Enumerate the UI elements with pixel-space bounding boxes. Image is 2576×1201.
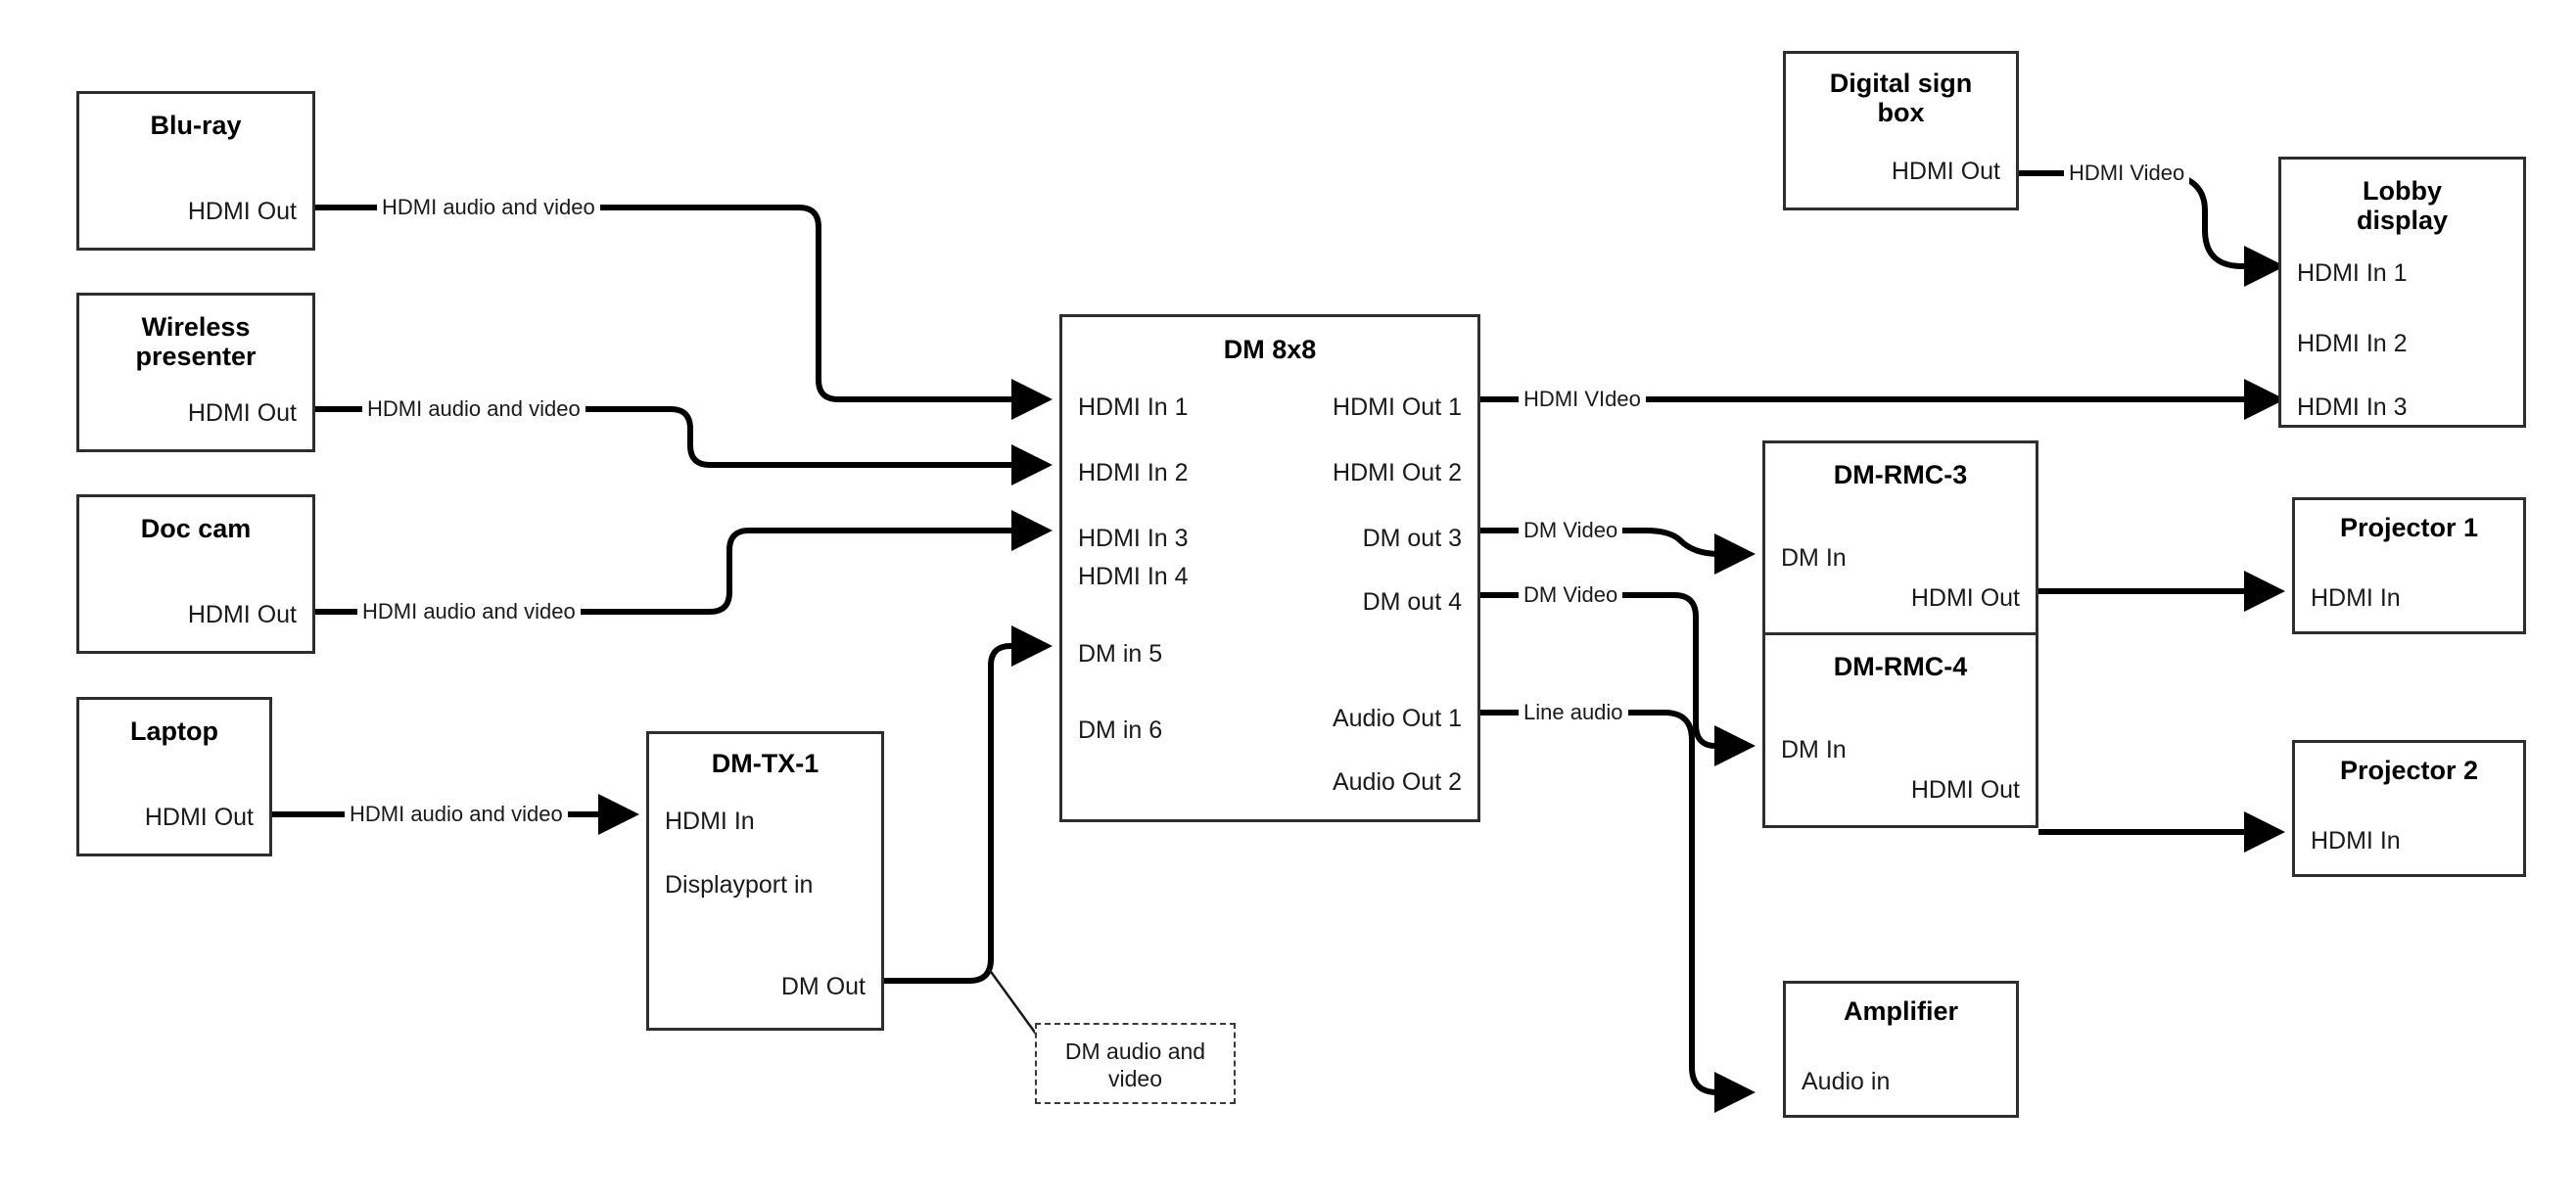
node-bluray[interactable]: Blu-ray HDMI Out bbox=[76, 91, 315, 251]
node-wireless-presenter-title: Wireless presenter bbox=[135, 312, 257, 372]
node-dm-8x8-output-dm-out-3: DM out 3 bbox=[1362, 525, 1462, 552]
wire-audio-out-1-to-amplifier bbox=[1480, 710, 1756, 1113]
node-dm-8x8-title: DM 8x8 bbox=[1223, 335, 1317, 364]
node-doc-cam[interactable]: Doc cam HDMI Out bbox=[76, 494, 315, 654]
callout-line-1: DM audio and bbox=[1064, 1039, 1206, 1064]
node-laptop-port-hdmi-out: HDMI Out bbox=[144, 804, 254, 831]
wire-label-dm-out-3-to-dmrmc3: DM Video bbox=[1519, 520, 1623, 541]
node-dm-tx-1-port-dm-out: DM Out bbox=[780, 973, 866, 1000]
node-projector-2[interactable]: Projector 2 HDMI In bbox=[2292, 740, 2526, 877]
node-dm-8x8[interactable]: DM 8x8 HDMI In 1 HDMI In 2 HDMI In 3 HDM… bbox=[1059, 314, 1480, 822]
node-lobby-display[interactable]: Lobby display HDMI In 1 HDMI In 2 HDMI I… bbox=[2278, 157, 2526, 428]
node-dm-rmc-4-title: DM-RMC-4 bbox=[1833, 652, 1968, 681]
node-digital-sign-box[interactable]: Digital sign box HDMI Out bbox=[1783, 51, 2019, 210]
wire-digitalsign-to-lobby-hdmi-in-1 bbox=[2019, 170, 2285, 287]
callout-leader-line bbox=[987, 968, 1043, 1041]
node-amplifier-port-audio-in: Audio in bbox=[1802, 1068, 1891, 1095]
wire-label-digitalsign-to-lobby: HDMI Video bbox=[2064, 162, 2190, 184]
wire-label-dm-out-4-to-dmrmc4: DM Video bbox=[1519, 584, 1623, 606]
node-bluray-title: Blu-ray bbox=[150, 111, 242, 140]
node-dm-rmc-3[interactable]: DM-RMC-3 DM In HDMI Out bbox=[1762, 440, 2038, 636]
node-wireless-presenter-port-hdmi-out: HDMI Out bbox=[187, 399, 297, 427]
wire-label-laptop-to-dmtx1: HDMI audio and video bbox=[345, 804, 568, 825]
node-doc-cam-port-hdmi-out: HDMI Out bbox=[187, 601, 297, 628]
wire-bluray-to-hdmi-in-1 bbox=[315, 205, 1053, 420]
node-dm-8x8-output-hdmi-out-2: HDMI Out 2 bbox=[1333, 459, 1462, 486]
node-lobby-display-input-hdmi-in-2: HDMI In 2 bbox=[2297, 330, 2408, 357]
node-amplifier[interactable]: Amplifier Audio in bbox=[1783, 981, 2019, 1118]
node-dm-rmc-4-port-dm-in: DM In bbox=[1781, 736, 1847, 763]
node-dm-8x8-input-hdmi-in-4: HDMI In 4 bbox=[1078, 563, 1189, 590]
node-dm-rmc-4-port-hdmi-out: HDMI Out bbox=[1910, 776, 2020, 804]
node-dm-8x8-output-audio-out-1: Audio Out 1 bbox=[1332, 705, 1462, 732]
wire-label-doccam-to-hdmi-in-3: HDMI audio and video bbox=[357, 601, 581, 623]
node-lobby-display-input-hdmi-in-3: HDMI In 3 bbox=[2297, 393, 2408, 421]
node-dm-tx-1[interactable]: DM-TX-1 HDMI In Displayport in DM Out bbox=[646, 731, 884, 1031]
node-amplifier-title: Amplifier bbox=[1843, 996, 1959, 1026]
node-dm-rmc-3-port-hdmi-out: HDMI Out bbox=[1910, 584, 2020, 612]
wire-label-bluray-to-hdmi-in-1: HDMI audio and video bbox=[377, 197, 600, 218]
node-digital-sign-box-port-hdmi-out: HDMI Out bbox=[1891, 158, 2000, 185]
node-dm-8x8-output-dm-out-4: DM out 4 bbox=[1362, 588, 1462, 616]
node-dm-8x8-input-dm-in-5: DM in 5 bbox=[1078, 640, 1163, 668]
wire-label-hdmi-out-1-to-lobby: HDMI VIdeo bbox=[1519, 389, 1646, 410]
node-laptop[interactable]: Laptop HDMI Out bbox=[76, 697, 272, 856]
node-digital-sign-box-title: Digital sign box bbox=[1829, 69, 1973, 128]
node-dm-tx-1-title: DM-TX-1 bbox=[711, 749, 820, 778]
node-dm-rmc-3-title: DM-RMC-3 bbox=[1833, 460, 1968, 489]
callout-dm-audio-and-video: DM audio and video bbox=[1035, 1023, 1236, 1104]
node-dm-8x8-input-hdmi-in-1: HDMI In 1 bbox=[1078, 393, 1189, 421]
node-dm-8x8-input-dm-in-6: DM in 6 bbox=[1078, 716, 1163, 744]
node-dm-8x8-output-audio-out-2: Audio Out 2 bbox=[1332, 768, 1462, 796]
node-lobby-display-input-hdmi-in-1: HDMI In 1 bbox=[2297, 259, 2408, 287]
node-dm-8x8-input-hdmi-in-3: HDMI In 3 bbox=[1078, 525, 1189, 552]
node-bluray-port-hdmi-out: HDMI Out bbox=[187, 198, 297, 225]
callout-line-2: video bbox=[1108, 1066, 1162, 1091]
node-dm-tx-1-port-hdmi-in: HDMI In bbox=[665, 808, 755, 835]
node-dm-tx-1-port-displayport-in: Displayport in bbox=[665, 871, 814, 899]
node-projector-1-port-hdmi-in: HDMI In bbox=[2311, 584, 2401, 612]
node-projector-1[interactable]: Projector 1 HDMI In bbox=[2292, 497, 2526, 634]
wire-dmtx1-to-dm-in-5 bbox=[884, 625, 1053, 984]
node-lobby-display-title: Lobby display bbox=[2356, 176, 2449, 236]
node-dm-rmc-4[interactable]: DM-RMC-4 DM In HDMI Out bbox=[1762, 632, 2038, 828]
node-laptop-title: Laptop bbox=[130, 716, 218, 746]
wire-label-wireless-to-hdmi-in-2: HDMI audio and video bbox=[362, 398, 585, 420]
node-projector-1-title: Projector 1 bbox=[2339, 513, 2479, 542]
node-dm-8x8-output-hdmi-out-1: HDMI Out 1 bbox=[1333, 393, 1462, 421]
node-doc-cam-title: Doc cam bbox=[140, 514, 252, 543]
node-dm-rmc-3-port-dm-in: DM In bbox=[1781, 544, 1847, 572]
node-projector-2-port-hdmi-in: HDMI In bbox=[2311, 827, 2401, 855]
node-dm-8x8-input-hdmi-in-2: HDMI In 2 bbox=[1078, 459, 1189, 486]
wire-label-audio-out-1-to-amplifier: Line audio bbox=[1519, 702, 1628, 723]
node-projector-2-title: Projector 2 bbox=[2339, 756, 2479, 785]
node-wireless-presenter[interactable]: Wireless presenter HDMI Out bbox=[76, 293, 315, 452]
